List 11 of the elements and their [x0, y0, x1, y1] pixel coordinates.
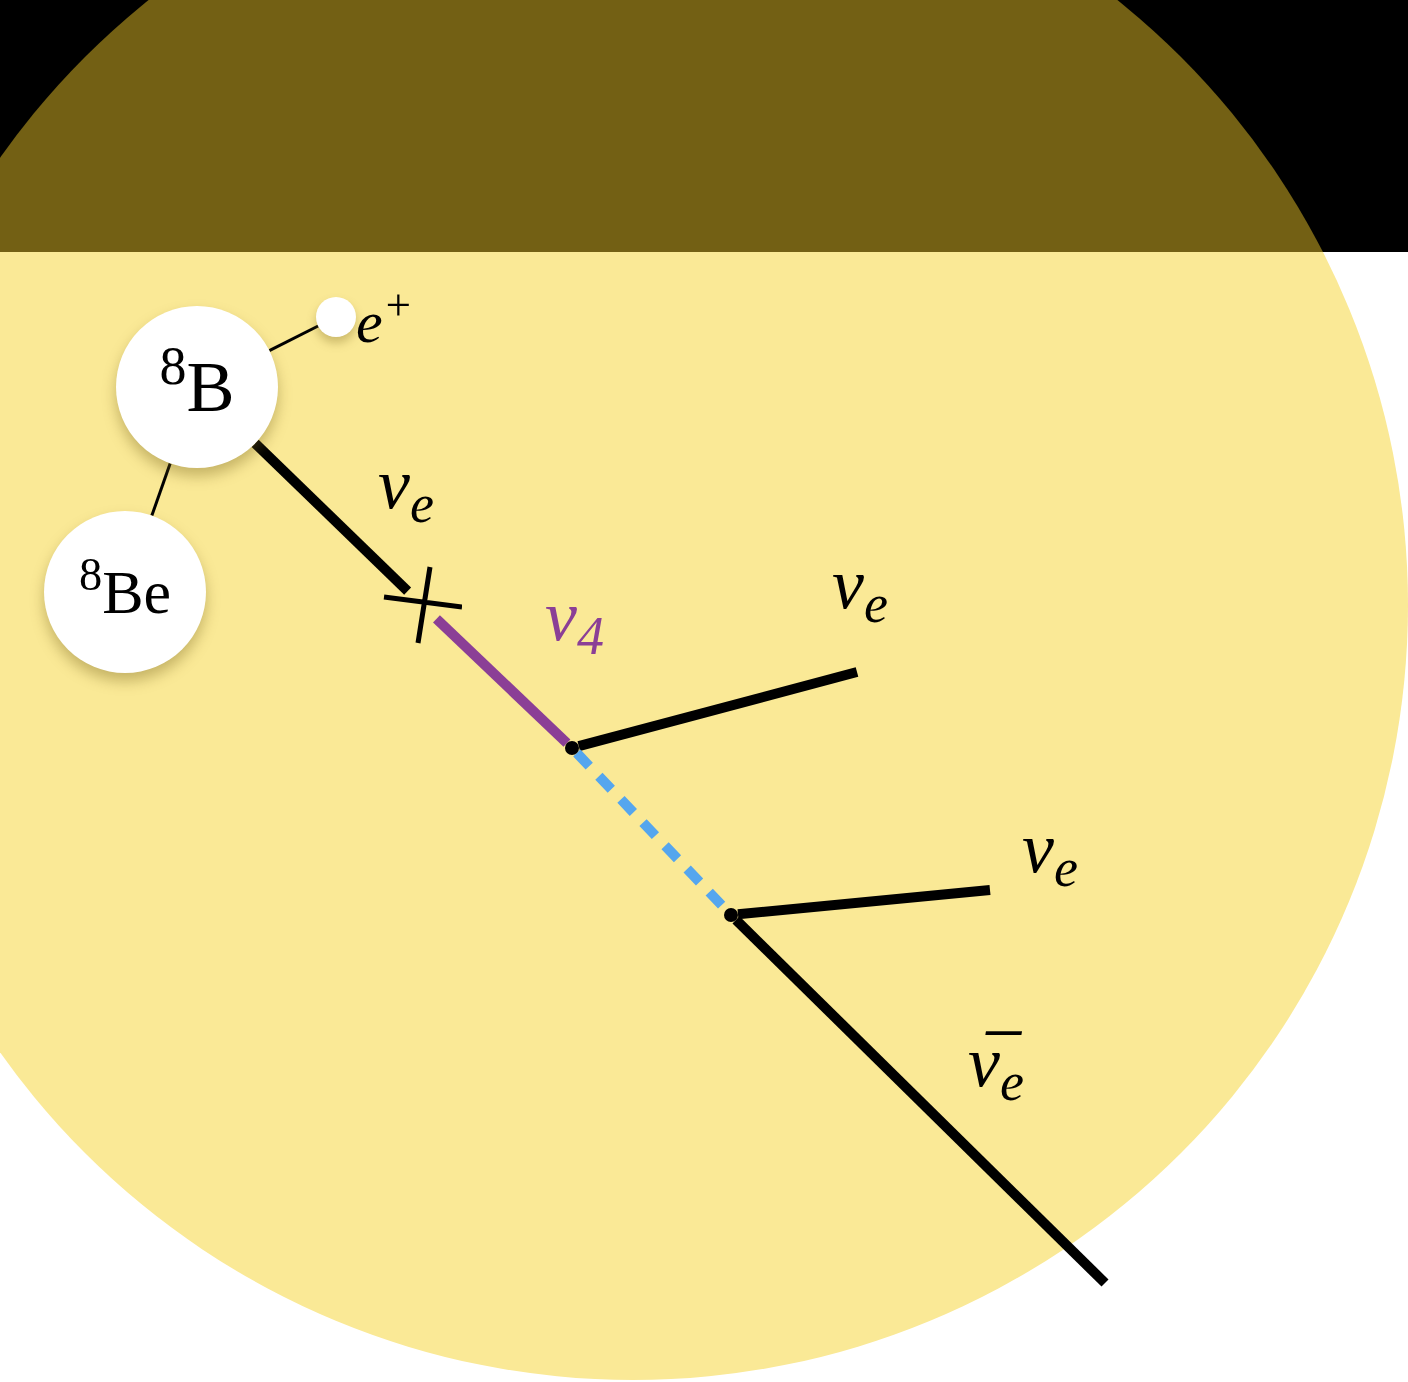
line [251, 439, 412, 595]
vertex-cross-icon [382, 565, 462, 645]
line [433, 615, 571, 747]
line [577, 667, 859, 752]
line [732, 916, 1109, 1287]
line [268, 324, 319, 352]
edge-label: ν$_{4}$ [545, 580, 604, 652]
nucleus-label: $^{8}$Be [78, 561, 172, 623]
line [150, 462, 172, 517]
line [737, 885, 991, 920]
particle-label: e$^{+}$ [356, 292, 413, 352]
